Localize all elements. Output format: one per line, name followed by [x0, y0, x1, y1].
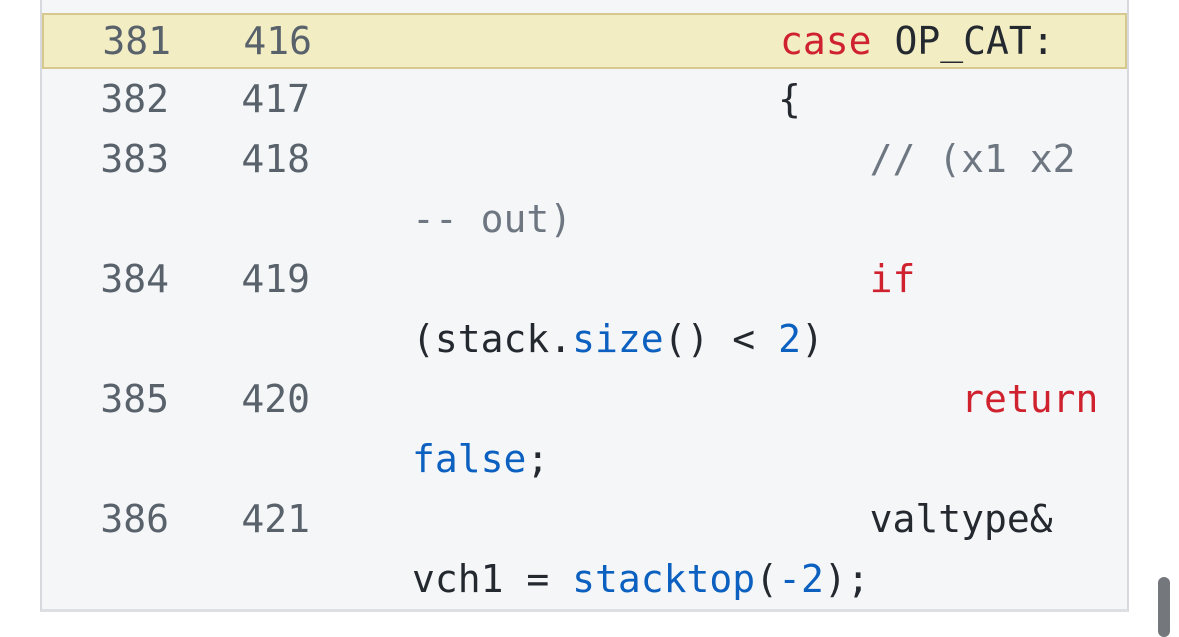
- code-segment: [412, 257, 870, 301]
- code-segment-function: stacktop: [572, 557, 756, 601]
- code-line: case OP_CAT:: [327, 15, 1125, 67]
- code-segment: () <: [663, 317, 779, 361]
- code-segment: {: [412, 77, 801, 121]
- new-line-number[interactable]: 417: [241, 77, 310, 121]
- code-segment-number: -2: [778, 557, 824, 601]
- code-segment: ): [800, 317, 824, 361]
- old-line-number[interactable]: 383: [100, 137, 169, 181]
- diff-row: 385 420 return false;: [42, 369, 1127, 489]
- scrollbar-thumb[interactable]: [1158, 577, 1170, 637]
- old-line-number[interactable]: 384: [100, 257, 169, 301]
- code-line: // (x1 x2 -- out): [325, 129, 1127, 249]
- diff-row: 382 417 {: [42, 69, 1127, 129]
- code-segment: [412, 377, 961, 421]
- code-line: if (stack.size() < 2): [325, 249, 1127, 369]
- code-line: {: [325, 69, 1127, 129]
- new-line-number[interactable]: 421: [241, 497, 310, 541]
- diff-row: 384 419 if (stack.size() < 2): [42, 249, 1127, 369]
- code-segment: (: [755, 557, 779, 601]
- code-segment-function: size: [572, 317, 664, 361]
- code-line: return false;: [325, 369, 1127, 489]
- code-segment: [414, 19, 780, 63]
- old-line-number[interactable]: 382: [100, 77, 169, 121]
- diff-table: 381 416 case OP_CAT: 382 417 { 383 418 /…: [40, 0, 1129, 612]
- diff-row: 386 421 valtype& vch1 = stacktop(-2);: [42, 489, 1127, 609]
- code-segment: (stack.: [412, 257, 939, 361]
- code-segment: OP_CAT:: [871, 19, 1055, 63]
- diff-row: 383 418 // (x1 x2 -- out): [42, 129, 1127, 249]
- code-segment: );: [823, 557, 870, 601]
- code-segment-keyword: case: [780, 19, 872, 63]
- diff-row-highlighted[interactable]: 381 416 case OP_CAT:: [42, 13, 1127, 69]
- new-line-number[interactable]: 419: [241, 257, 310, 301]
- code-segment-number: 2: [778, 317, 801, 361]
- code-line: valtype& vch1 = stacktop(-2);: [325, 489, 1127, 609]
- code-segment: ;: [526, 437, 550, 481]
- code-segment: valtype& vch1 =: [412, 497, 1076, 601]
- new-line-number[interactable]: 420: [241, 377, 310, 421]
- old-line-number[interactable]: 381: [102, 19, 171, 63]
- old-line-number[interactable]: 385: [100, 377, 169, 421]
- partial-previous-row: [42, 0, 1127, 13]
- old-line-number[interactable]: 386: [100, 497, 169, 541]
- code-segment-keyword: if: [869, 257, 916, 301]
- code-segment-comment: // (x1 x2 -- out): [412, 137, 1099, 241]
- new-line-number[interactable]: 418: [241, 137, 310, 181]
- code-segment: [1098, 377, 1121, 421]
- code-segment-keyword: return: [961, 377, 1099, 421]
- new-line-number[interactable]: 416: [243, 19, 312, 63]
- code-segment-constant: false: [412, 437, 527, 481]
